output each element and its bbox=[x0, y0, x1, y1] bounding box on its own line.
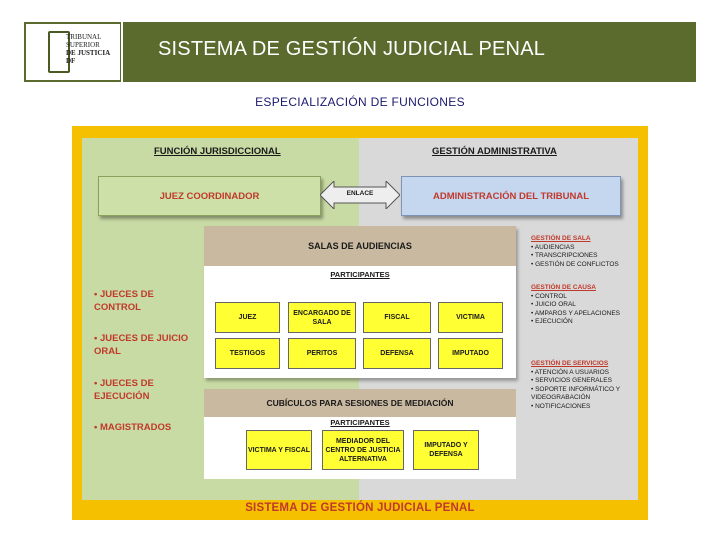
right-group-title: GESTIÓN DE SALA bbox=[531, 235, 591, 242]
right-group-sala: GESTIÓN DE SALA AUDIENCIAS TRANSCRIPCION… bbox=[531, 235, 641, 269]
salas-participantes-label: PARTICIPANTES bbox=[330, 270, 390, 279]
right-group-item: TRANSCRIPCIONES bbox=[531, 252, 641, 261]
salas-title: SALAS DE AUDIENCIAS bbox=[204, 226, 516, 266]
enlace-arrow-icon bbox=[320, 181, 400, 209]
juez-coordinador-box: JUEZ COORDINADOR bbox=[98, 176, 321, 216]
left-item-jueces-control: • JUECES DE CONTROL bbox=[94, 289, 154, 313]
diagram-bottom-title: SISTEMA DE GESTIÓN JUDICIAL PENAL bbox=[245, 502, 475, 514]
sala-cell-imputado: IMPUTADO bbox=[438, 338, 503, 369]
sala-cell-peritos: PERITOS bbox=[288, 338, 356, 369]
sala-cell-victima: VICTIMA bbox=[438, 302, 503, 333]
logo-line: SUPERIOR bbox=[66, 41, 100, 49]
sala-cell-juez: JUEZ bbox=[215, 302, 280, 333]
logo-emblem-icon bbox=[48, 31, 70, 73]
right-group-item: ATENCIÓN A USUARIOS bbox=[531, 369, 641, 378]
sala-cell-testigos: TESTIGOS bbox=[215, 338, 280, 369]
right-group-title: GESTIÓN DE CAUSA bbox=[531, 284, 597, 291]
right-group-item: EJECUCIÓN bbox=[531, 318, 641, 327]
cubiculos-title: CUBÍCULOS PARA SESIONES DE MEDIACIÓN bbox=[204, 389, 516, 417]
sala-cell-defensa: DEFENSA bbox=[363, 338, 431, 369]
logo-text: TRIBUNAL SUPERIOR DE JUSTICIA DF bbox=[66, 33, 126, 65]
right-header: GESTIÓN ADMINISTRATIVA bbox=[432, 146, 557, 157]
right-group-item: JUICIO ORAL bbox=[531, 301, 641, 310]
header-bar bbox=[24, 22, 696, 82]
cubiculo-cell-mediador: MEDIADOR DEL CENTRO DE JUSTICIA ALTERNAT… bbox=[322, 430, 404, 470]
page-subtitle: ESPECIALIZACIÓN DE FUNCIONES bbox=[255, 95, 465, 109]
logo bbox=[26, 24, 120, 80]
right-group-servicios: GESTIÓN DE SERVICIOS ATENCIÓN A USUARIOS… bbox=[531, 360, 641, 412]
left-item-magistrados: • MAGISTRADOS bbox=[94, 422, 172, 433]
sala-cell-fiscal: FISCAL bbox=[363, 302, 431, 333]
right-group-item: CONTROL bbox=[531, 293, 641, 302]
left-header: FUNCIÓN JURISDICCIONAL bbox=[154, 146, 281, 157]
sala-cell-encargado: ENCARGADO DE SALA bbox=[288, 302, 356, 333]
right-group-item: NOTIFICACIONES bbox=[531, 403, 641, 412]
header-divider bbox=[121, 22, 123, 82]
right-group-title: GESTIÓN DE SERVICIOS bbox=[531, 360, 609, 367]
logo-line: DE JUSTICIA bbox=[66, 49, 111, 57]
cubiculo-cell-victima-fiscal: VICTIMA Y FISCAL bbox=[246, 430, 312, 470]
administracion-box: ADMINISTRACIÓN DEL TRIBUNAL bbox=[401, 176, 621, 216]
right-group-item: SERVICIOS GENERALES bbox=[531, 377, 641, 386]
enlace-label: ENLACE bbox=[346, 190, 374, 197]
right-group-item: GESTIÓN DE CONFLICTOS bbox=[531, 261, 641, 270]
logo-line: DF bbox=[66, 57, 76, 65]
right-group-item: SOPORTE INFORMÁTICO Y VIDEOGRABACIÓN bbox=[531, 386, 641, 403]
cubiculo-cell-imputado-defensa: IMPUTADO Y DEFENSA bbox=[413, 430, 479, 470]
right-group-item: AUDIENCIAS bbox=[531, 244, 641, 253]
right-group-causa: GESTIÓN DE CAUSA CONTROL JUICIO ORAL AMP… bbox=[531, 284, 641, 327]
right-group-item: AMPAROS Y APELACIONES bbox=[531, 310, 641, 319]
cubiculos-participantes-label: PARTICIPANTES bbox=[330, 418, 390, 427]
left-item-jueces-ejecucion: • JUECES DE EJECUCIÓN bbox=[94, 378, 154, 402]
left-item-jueces-juicio-oral: • JUECES DE JUICIO ORAL bbox=[94, 333, 189, 357]
logo-line: TRIBUNAL bbox=[66, 33, 102, 41]
page-title: SISTEMA DE GESTIÓN JUDICIAL PENAL bbox=[158, 38, 546, 60]
